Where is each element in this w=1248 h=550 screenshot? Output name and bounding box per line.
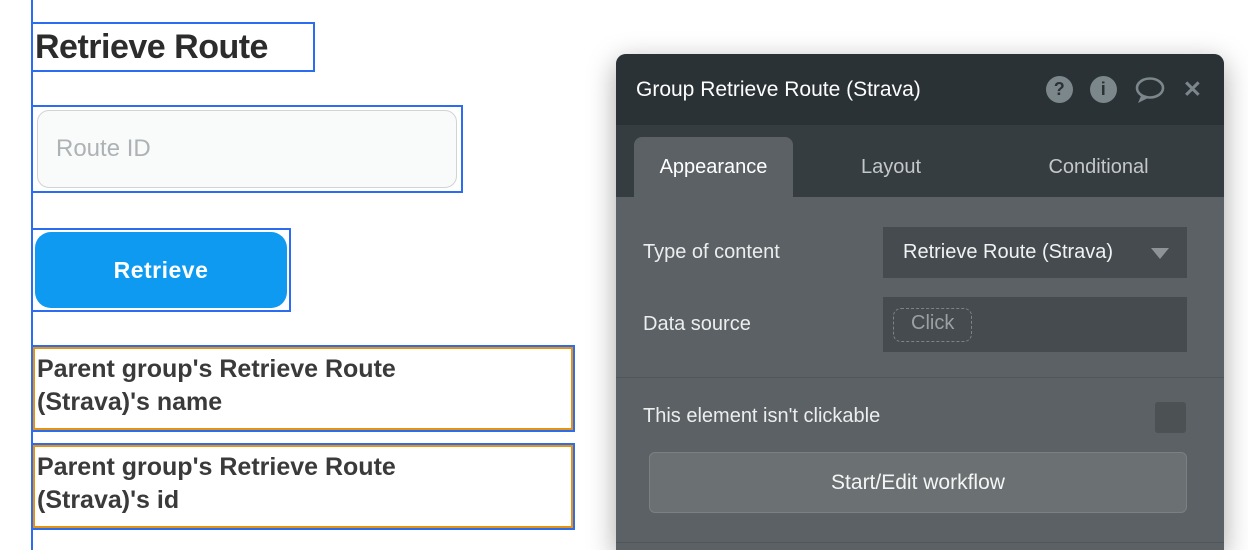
clickable-checkbox[interactable]	[1155, 402, 1186, 433]
editor-canvas: Retrieve Route Retrieve Parent group's R…	[0, 0, 616, 550]
route-id-input[interactable]	[37, 110, 457, 188]
retrieve-button-outline: Retrieve	[31, 228, 291, 312]
data-source-label: Data source	[643, 313, 751, 335]
info-icon[interactable]: i	[1089, 76, 1117, 103]
start-edit-workflow-button[interactable]: Start/Edit workflow	[649, 452, 1187, 513]
panel-tab-bar: Appearance Layout Conditional	[616, 125, 1224, 197]
help-icon[interactable]: ?	[1045, 76, 1073, 103]
heading-element[interactable]: Retrieve Route	[31, 22, 315, 72]
property-editor-panel: Group Retrieve Route (Strava) ? i ✕ Appe…	[616, 54, 1224, 550]
retrieve-button[interactable]: Retrieve	[35, 232, 287, 308]
comment-icon[interactable]	[1134, 76, 1166, 104]
text-element-route-id[interactable]: Parent group's Retrieve Route (Strava)'s…	[31, 443, 575, 530]
panel-body: Type of content Retrieve Route (Strava) …	[616, 197, 1224, 550]
heading-text: Retrieve Route	[35, 27, 268, 66]
data-source-click-placeholder[interactable]: Click	[893, 307, 973, 342]
type-of-content-label: Type of content	[643, 241, 780, 263]
data-source-field[interactable]: Click	[883, 297, 1187, 352]
clickable-row-label: This element isn't clickable	[643, 405, 881, 427]
tab-conditional[interactable]: Conditional	[1048, 156, 1149, 178]
divider	[616, 542, 1224, 543]
route-id-input-outline	[31, 105, 463, 193]
header-icons: ? i ✕	[1045, 76, 1202, 104]
tab-layout[interactable]: Layout	[860, 156, 922, 178]
type-of-content-value: Retrieve Route (Strava)	[903, 241, 1114, 263]
text-element-route-name[interactable]: Parent group's Retrieve Route (Strava)'s…	[31, 345, 575, 432]
tab-appearance[interactable]: Appearance	[634, 137, 793, 197]
type-of-content-dropdown[interactable]: Retrieve Route (Strava)	[883, 227, 1187, 278]
panel-header: Group Retrieve Route (Strava) ? i ✕	[616, 54, 1224, 125]
divider	[616, 377, 1224, 378]
close-icon[interactable]: ✕	[1182, 76, 1202, 102]
chevron-down-icon	[1151, 248, 1169, 259]
panel-title: Group Retrieve Route (Strava)	[636, 77, 921, 101]
